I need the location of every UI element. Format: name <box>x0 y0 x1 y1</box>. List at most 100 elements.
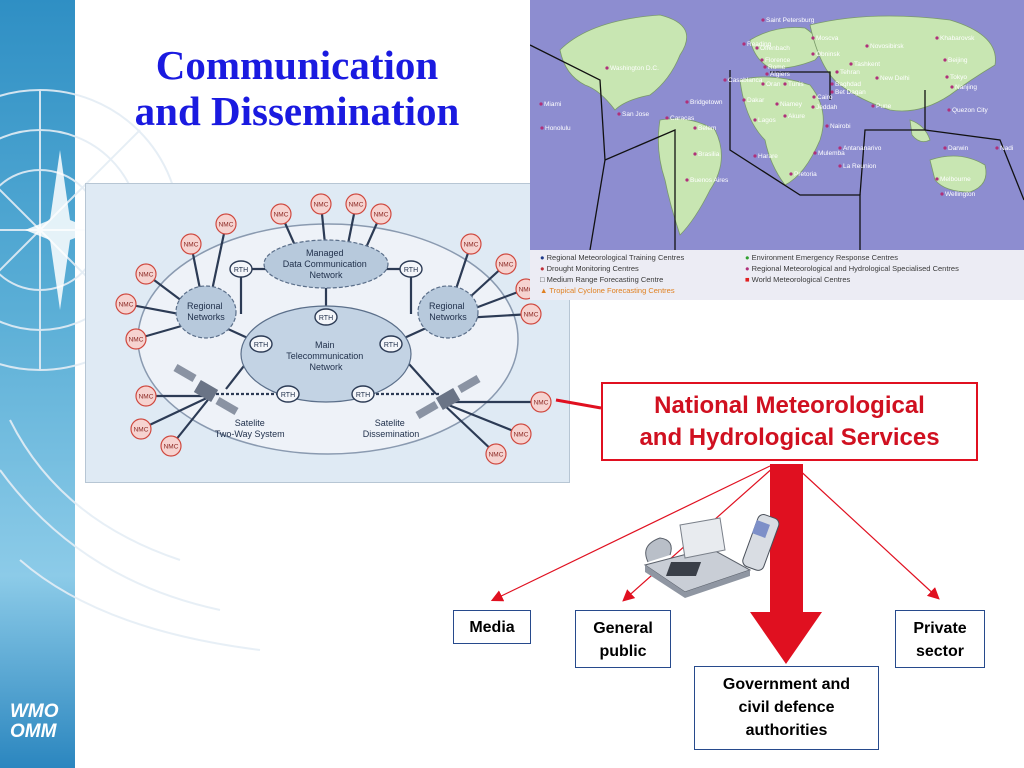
map-city-dot <box>685 100 689 104</box>
regional-network-left <box>175 285 237 339</box>
regional-left-label-1: Regional <box>187 301 223 311</box>
government-line3: authorities <box>745 722 828 739</box>
map-city-label: Melbourne <box>940 176 971 183</box>
rth-node <box>314 308 338 326</box>
map-city-dot <box>945 75 949 79</box>
map-city-dot <box>693 126 697 130</box>
map-city-dot <box>693 152 697 156</box>
nmc-label: NMC <box>134 427 149 434</box>
map-city-dot <box>950 85 954 89</box>
map-city-dot <box>811 105 815 109</box>
map-city-label: Novosibirsk <box>870 43 904 50</box>
map-city-label: Casablanca <box>728 77 763 84</box>
title-line1: Communication <box>155 42 439 88</box>
legend-symbol-0: ● <box>540 253 545 262</box>
map-city-label: Algiers <box>770 71 791 78</box>
map-city-dot <box>755 46 759 50</box>
map-city-label: Caracas <box>670 115 695 122</box>
nmc-label: NMC <box>119 302 134 309</box>
sat-dissem-label-2: Dissemination <box>363 429 420 439</box>
rth-node <box>276 385 300 403</box>
managed-label-3: Network <box>309 270 343 280</box>
map-city-label: Buenos Aires <box>690 177 729 184</box>
svg-text:Managed Data Communicati: Managed Data Communication Network <box>283 248 370 280</box>
map-city-label: Bridgetown <box>690 99 723 106</box>
map-city-label: Dakar <box>747 97 765 104</box>
rth-label: RTH <box>281 392 295 399</box>
nmc-node <box>495 253 517 275</box>
map-city-label: Nanjing <box>955 84 977 91</box>
rth-node <box>351 385 375 403</box>
managed-network-ellipse <box>263 239 389 289</box>
satellite-right-icon <box>415 375 481 419</box>
legend-label-0: Regional Meteorological Training Centres <box>546 253 685 262</box>
map-city-label: Brasilia <box>698 151 720 158</box>
map-city-dot <box>825 124 829 128</box>
map-city-dot <box>685 178 689 182</box>
nmc-label: NMC <box>499 262 514 269</box>
legend-label-4: Environment Emergency Response Centres <box>751 253 898 262</box>
map-city-dot <box>811 52 815 56</box>
network-diagram: Managed Data Communication Network Main … <box>85 183 570 483</box>
nmc-label: NMC <box>184 242 199 249</box>
map-city-label: Darwin <box>948 145 969 152</box>
map-city-dot <box>742 98 746 102</box>
map-city-dot <box>540 126 544 130</box>
nmc-label: NMC <box>139 394 154 401</box>
map-city-dot <box>811 36 815 40</box>
rth-node <box>229 260 253 278</box>
main-label-2: Telecommunication <box>286 351 363 361</box>
map-city-label: Tehran <box>840 69 860 76</box>
main-red-arrow <box>750 464 822 664</box>
nmhs-line2: and Hydrological Services <box>639 424 940 451</box>
map-city-label: Beijing <box>948 57 968 64</box>
legend-symbol-2: □ <box>540 275 545 284</box>
nmc-node <box>520 303 542 325</box>
map-city-label: Lagos <box>758 117 776 124</box>
map-city-label: Reading <box>747 41 772 48</box>
map-city-dot <box>605 66 609 70</box>
legend-symbol-4: ● <box>745 253 750 262</box>
fax-machine-icon <box>643 517 752 598</box>
general-public-line1: General <box>593 620 653 637</box>
target-private-sector-box: Private sector <box>895 610 985 668</box>
map-city-dot <box>789 172 793 176</box>
nmc-node <box>370 203 392 225</box>
map-city-dot <box>838 146 842 150</box>
map-city-label: Pretoria <box>794 171 817 178</box>
map-city-label: Miami <box>544 101 561 108</box>
target-media-label: Media <box>469 619 515 636</box>
map-city-label: Obninsk <box>816 51 841 58</box>
managed-label-1: Managed <box>306 248 344 258</box>
map-city-label: Nairobi <box>830 123 851 130</box>
nmc-node <box>125 328 147 350</box>
map-city-dot <box>943 58 947 62</box>
sat-dissem-label-1: Satelite <box>375 418 405 428</box>
nmhs-box: National Meteorological and Hydrological… <box>601 382 978 461</box>
nmc-node <box>530 391 552 413</box>
wmo-sidebar <box>0 0 75 768</box>
legend-symbol-3: ▲ <box>540 286 548 295</box>
nmc-label: NMC <box>314 202 329 209</box>
nmc-node <box>160 435 182 457</box>
map-city-label: Niamey <box>780 101 803 108</box>
map-city-dot <box>830 82 834 86</box>
map-city-dot <box>935 177 939 181</box>
map-city-dot <box>871 104 875 108</box>
svg-text:Satelite Two-Way System: Satelite Two-Way System Satelite Dissemi… <box>215 418 419 439</box>
sat-two-way-label-1: Satelite <box>235 418 265 428</box>
government-line1: Government and <box>722 676 851 693</box>
nmc-node <box>310 193 332 215</box>
map-city-label: La Reunion <box>843 163 877 170</box>
map-city-label: Belem <box>698 125 716 132</box>
map-city-label: Quezon City <box>952 107 989 114</box>
map-city-label: Cairo <box>817 94 833 101</box>
legend-symbol-5: ● <box>745 264 750 273</box>
managed-label-2: Data Communication <box>283 259 367 269</box>
map-legend: ● Regional Meteorological Training Centr… <box>530 250 1024 300</box>
regional-right-label-2: Networks <box>429 312 467 322</box>
nmc-node <box>115 293 137 315</box>
